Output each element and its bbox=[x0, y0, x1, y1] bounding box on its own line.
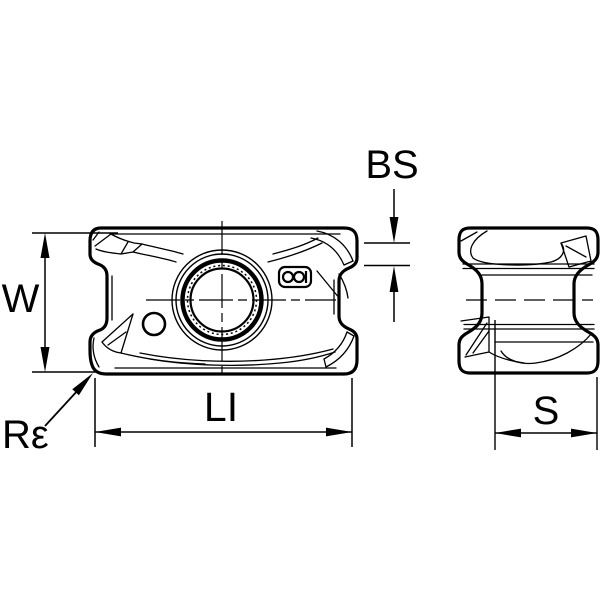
upper-sweep-lines bbox=[132, 237, 323, 263]
top-view bbox=[88, 221, 359, 380]
dimension-li: LI bbox=[94, 378, 353, 447]
small-hole bbox=[141, 311, 167, 337]
dimension-corner-radius: Rε bbox=[2, 373, 93, 457]
bs-arrowhead-down bbox=[389, 217, 399, 243]
dimension-bs: BS bbox=[364, 143, 419, 322]
r-epsilon-label: Rε bbox=[2, 413, 49, 457]
top-view-outline bbox=[88, 226, 359, 376]
w-label: W bbox=[2, 277, 40, 321]
li-label: LI bbox=[204, 384, 238, 430]
brand-mark bbox=[277, 265, 313, 289]
dimension-w: W bbox=[2, 232, 118, 373]
side-view bbox=[457, 226, 600, 375]
bs-arrowhead-up bbox=[389, 266, 399, 292]
w-arrowhead-up bbox=[40, 233, 50, 258]
r-epsilon-arrowhead bbox=[72, 373, 93, 396]
bs-label: BS bbox=[365, 143, 418, 187]
bottom-right-facets bbox=[323, 331, 355, 368]
top-right-facets bbox=[310, 230, 354, 300]
lower-sweep-lines bbox=[139, 348, 336, 366]
s-arrowhead-left bbox=[495, 428, 521, 438]
dimension-s: S bbox=[494, 320, 598, 450]
side-bottom-flange-lines bbox=[460, 316, 595, 365]
s-label: S bbox=[533, 389, 560, 433]
li-arrowhead-left bbox=[95, 427, 121, 437]
top-left-facets bbox=[92, 231, 143, 255]
r-epsilon-leader-line bbox=[44, 388, 80, 427]
w-arrowhead-down bbox=[40, 347, 50, 372]
side-top-flange-lines bbox=[460, 230, 595, 276]
s-arrowhead-right bbox=[571, 428, 597, 438]
li-arrowhead-right bbox=[326, 427, 352, 437]
